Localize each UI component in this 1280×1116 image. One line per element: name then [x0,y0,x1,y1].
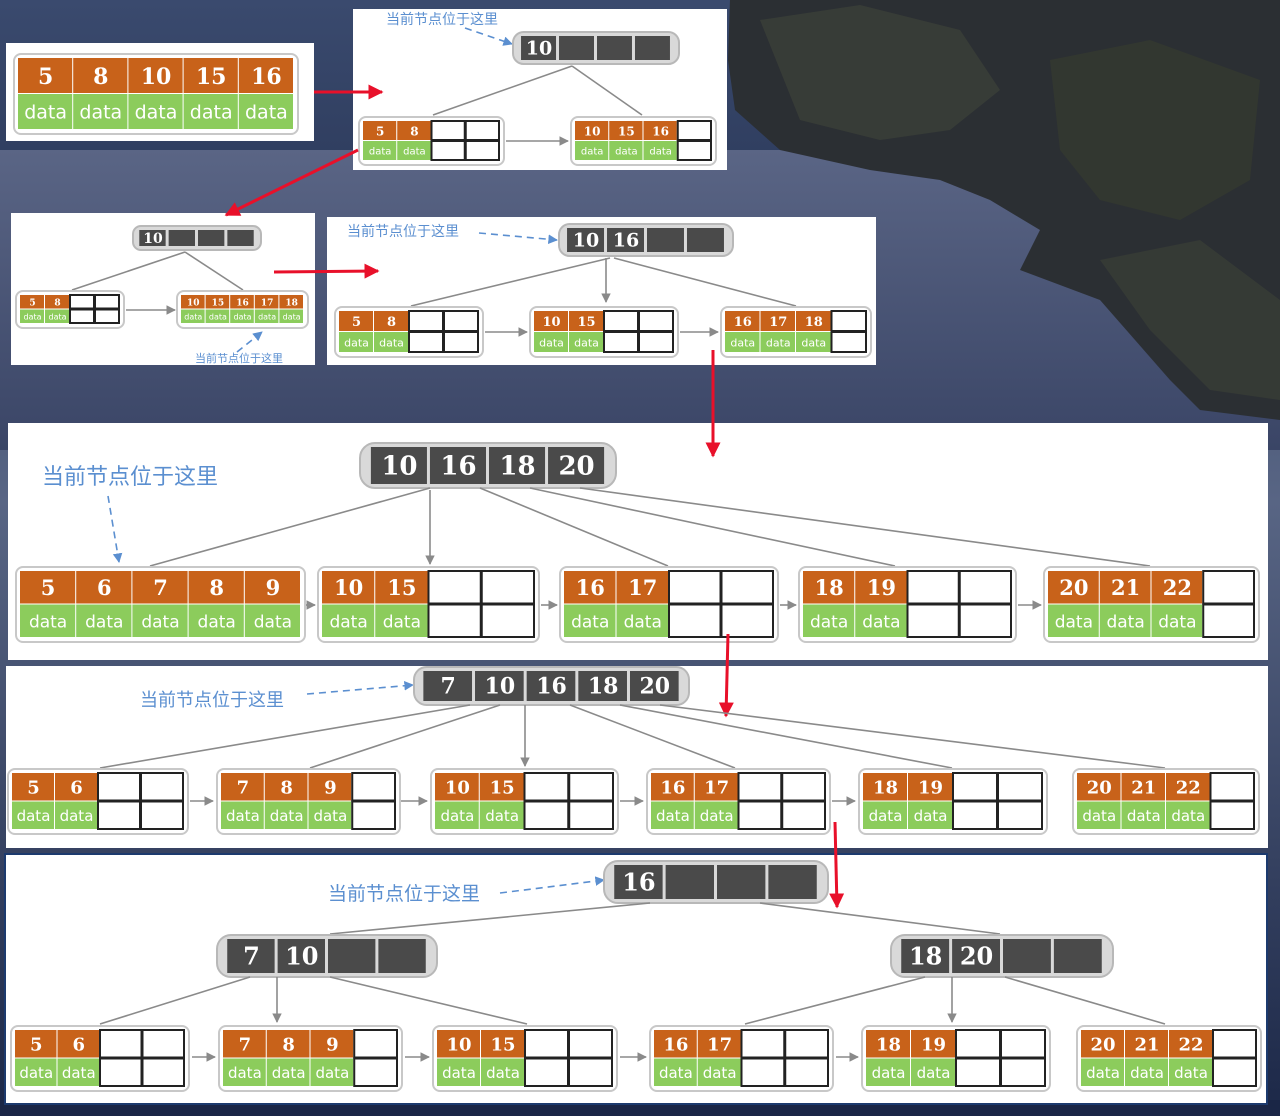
panel-step-7 [4,853,1268,1105]
panel-step-2 [353,9,727,170]
panel-step-6 [6,666,1268,848]
panel-step-5 [8,423,1268,660]
panel-step-3 [11,213,315,365]
panel-step-1 [6,43,314,141]
panel-step-4 [327,217,876,365]
